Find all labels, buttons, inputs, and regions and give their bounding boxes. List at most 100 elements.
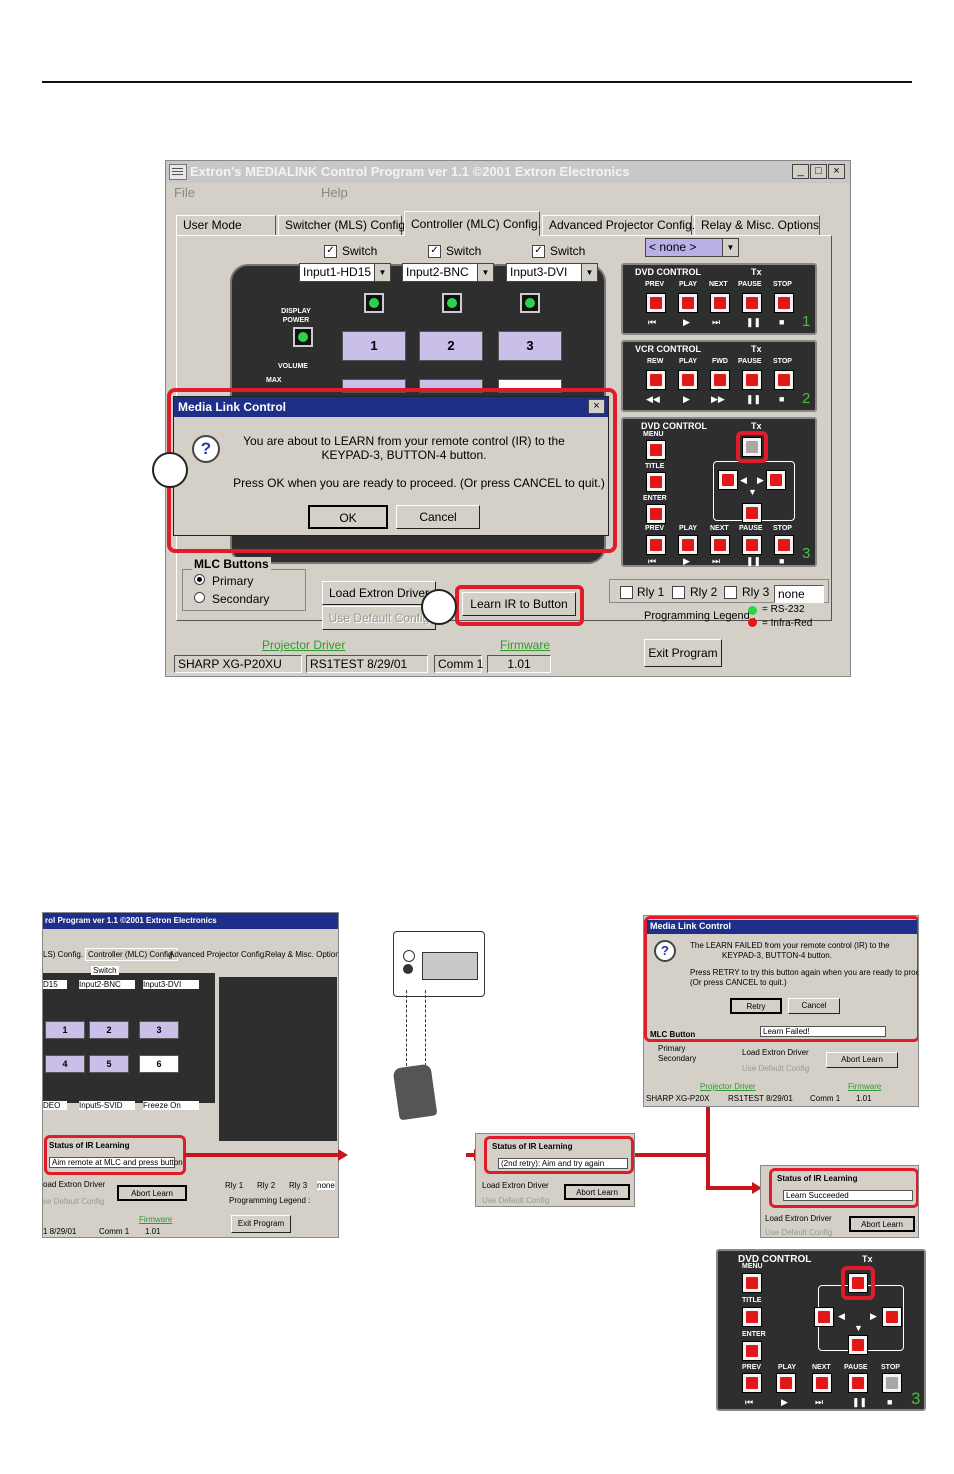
snap-button-3[interactable]: 3 [139, 1021, 179, 1039]
snap-select-3[interactable]: Input3-DVI [143, 980, 199, 989]
dvd-stop-button[interactable] [774, 293, 794, 313]
big-next-button[interactable] [812, 1373, 832, 1393]
prev-button[interactable] [646, 535, 666, 555]
primary-radio[interactable] [194, 574, 205, 585]
tab-switcher-config[interactable]: Switcher (MLS) Config. [278, 215, 408, 235]
snap-exit-button[interactable]: Exit Program [231, 1215, 291, 1233]
next-button[interactable] [710, 535, 730, 555]
big-pause-button[interactable] [848, 1373, 868, 1393]
snap-select-5[interactable]: Input5-SVID [79, 1101, 135, 1110]
input-select-3[interactable]: Input3-DVI▼ [506, 263, 598, 282]
big-enter-button[interactable] [742, 1341, 762, 1361]
snap-load-driver[interactable]: oad Extron Driver [43, 1180, 106, 1189]
big-prev-button[interactable] [742, 1373, 762, 1393]
snap-select-1[interactable]: D15 [43, 980, 67, 989]
vcr-play-button[interactable] [678, 370, 698, 390]
big-title-button[interactable] [742, 1307, 762, 1327]
snap-select-6[interactable]: Freeze On [143, 1101, 199, 1110]
relay-2-checkbox[interactable] [672, 586, 685, 599]
dpad-right-button[interactable] [766, 470, 786, 490]
none-select[interactable]: < none >▼ [645, 238, 739, 257]
snap-tab-4[interactable]: Relay & Misc. Options [265, 950, 339, 959]
snap-select-4[interactable]: DEO [43, 1101, 67, 1110]
stop-button[interactable] [774, 535, 794, 555]
ok-button[interactable]: OK [308, 505, 388, 529]
dpad-up-button[interactable] [742, 437, 762, 457]
enter-button[interactable] [646, 504, 666, 524]
minimize-button[interactable]: _ [792, 164, 809, 179]
firmware-link[interactable]: Firmware [500, 638, 550, 652]
title-button[interactable] [646, 472, 666, 492]
keypad-button-2[interactable]: 2 [419, 331, 483, 361]
snap-tab-3[interactable]: Advanced Projector Config. [169, 950, 267, 959]
play-button[interactable] [678, 535, 698, 555]
dialog-close-button[interactable]: × [588, 399, 605, 414]
dvd-play-button[interactable] [678, 293, 698, 313]
dvd-next-button[interactable] [710, 293, 730, 313]
big-dpad-up-button[interactable] [848, 1273, 868, 1293]
snap-abort-button[interactable]: Abort Learn [117, 1185, 187, 1201]
keypad-button-1[interactable]: 1 [342, 331, 406, 361]
fail-use-default[interactable]: Use Default Config [742, 1064, 810, 1073]
snap2-load-driver[interactable]: Load Extron Driver [482, 1181, 549, 1190]
projector-driver-link[interactable]: Projector Driver [262, 638, 346, 652]
input-select-1[interactable]: Input1-HD15▼ [299, 263, 391, 282]
fail-abort-button[interactable]: Abort Learn [826, 1052, 898, 1068]
fail-cancel-button[interactable]: Cancel [788, 998, 840, 1014]
exit-program-button[interactable]: Exit Program [644, 639, 722, 667]
maximize-button[interactable]: □ [810, 164, 827, 179]
big-menu-button[interactable] [742, 1273, 762, 1293]
display-power-led[interactable] [293, 327, 313, 347]
cancel-button[interactable]: Cancel [396, 505, 480, 529]
tab-controller-config[interactable]: Controller (MLC) Config. [404, 211, 541, 236]
menu-help[interactable]: Help [321, 185, 348, 200]
vcr-rew-button[interactable] [646, 370, 666, 390]
snap-select-2[interactable]: Input2-BNC [79, 980, 135, 989]
retry-button[interactable]: Retry [730, 998, 782, 1014]
relay-3-checkbox[interactable] [724, 586, 737, 599]
vcr-stop-button[interactable] [774, 370, 794, 390]
snap-use-default[interactable]: se Default Config [43, 1197, 105, 1206]
tab-advanced-projector[interactable]: Advanced Projector Config. [542, 215, 695, 235]
snap-button-4[interactable]: 4 [45, 1055, 85, 1073]
vcr-pause-button[interactable] [742, 370, 762, 390]
tab-user-mode[interactable]: User Mode [176, 215, 276, 235]
dvd-pause-button[interactable] [742, 293, 762, 313]
dpad-left-button[interactable] [718, 470, 738, 490]
switch-checkbox-2[interactable]: ✓ [428, 245, 441, 258]
keypad-button-3[interactable]: 3 [498, 331, 562, 361]
fail-load-driver[interactable]: Load Extron Driver [742, 1048, 809, 1057]
dvd-prev-button[interactable] [646, 293, 666, 313]
snap4-abort-button[interactable]: Abort Learn [849, 1216, 915, 1232]
pause-button[interactable] [742, 535, 762, 555]
snap2-use-default[interactable]: Use Default Config [482, 1196, 550, 1205]
snap-button-6[interactable]: 6 [139, 1055, 179, 1073]
snap-button-1[interactable]: 1 [45, 1021, 85, 1039]
vcr-fwd-button[interactable] [710, 370, 730, 390]
switch-checkbox-1[interactable]: ✓ [324, 245, 337, 258]
relay-none-field[interactable]: none [774, 585, 824, 603]
tab-relay-misc[interactable]: Relay & Misc. Options [694, 215, 820, 235]
switch-checkbox-3[interactable]: ✓ [532, 245, 545, 258]
snap2-abort-button[interactable]: Abort Learn [564, 1184, 630, 1200]
use-default-config-button[interactable]: Use Default Config [322, 606, 436, 630]
dpad-down-button[interactable] [742, 503, 762, 523]
big-play-button[interactable] [776, 1373, 796, 1393]
big-dpad-left-button[interactable] [814, 1307, 834, 1327]
snap-tab-2[interactable]: Controller (MLC) Config. [85, 948, 178, 961]
close-button[interactable]: × [828, 164, 845, 179]
menu-file[interactable]: File [174, 185, 195, 200]
snap-button-2[interactable]: 2 [89, 1021, 129, 1039]
input-select-2[interactable]: Input2-BNC▼ [402, 263, 494, 282]
load-extron-driver-button[interactable]: Load Extron Driver [322, 581, 436, 605]
big-dpad-down-button[interactable] [848, 1335, 868, 1355]
snap4-use-default[interactable]: Use Default Config [765, 1228, 833, 1237]
secondary-radio[interactable] [194, 592, 205, 603]
big-stop-button[interactable] [882, 1373, 902, 1393]
relay-1-checkbox[interactable] [620, 586, 633, 599]
learn-ir-button[interactable]: Learn IR to Button [462, 592, 576, 616]
big-dpad-right-button[interactable] [882, 1307, 902, 1327]
menu-button[interactable] [646, 440, 666, 460]
snap4-load-driver[interactable]: Load Extron Driver [765, 1214, 832, 1223]
snap-button-5[interactable]: 5 [89, 1055, 129, 1073]
